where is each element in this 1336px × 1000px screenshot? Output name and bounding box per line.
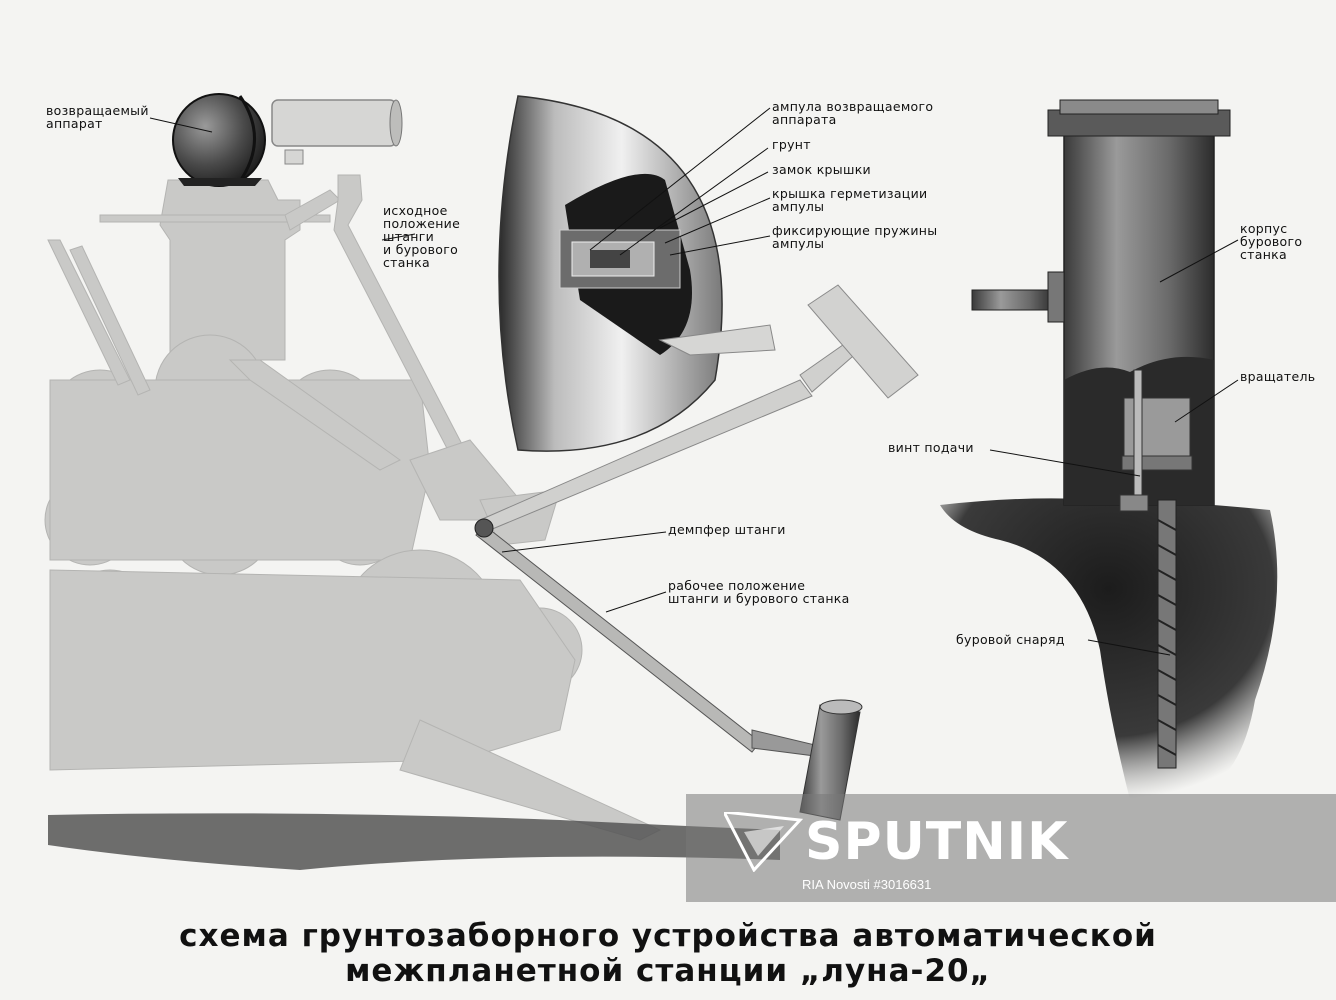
label-drill-housing: корпус бурового станка: [1240, 221, 1303, 262]
label-rotator: вращатель: [1240, 369, 1316, 384]
label-return-capsule: возвращаемый аппарат: [46, 103, 149, 131]
leader-lines: [149, 107, 1239, 656]
label-feed-screw: винт подачи: [888, 440, 974, 455]
label-drill-bit: буровой снаряд: [956, 632, 1065, 647]
label-initial-position: исходное положение штанги и бурового ста…: [383, 203, 461, 270]
watermark-box: [686, 794, 1336, 902]
working-arm: [474, 284, 919, 821]
return-capsule-sphere: [172, 93, 266, 187]
label-working-position: рабочее положение штанги и бурового стан…: [668, 578, 850, 606]
ground-surface: [48, 813, 780, 870]
watermark-logo-text: SPUTNIK: [805, 812, 1069, 872]
lander-silhouette: [44, 174, 662, 841]
return-capsule-cutaway: [498, 95, 776, 452]
label-sealing-lid: крышка герметизации ампулы: [772, 186, 928, 214]
title-line-1: схема грунтозаборного устройства автомат…: [179, 918, 1157, 954]
watermark-credit: RIA Novosti #3016631: [802, 877, 932, 892]
stowed-drill-tube: [271, 99, 403, 165]
label-boom-damper: демпфер штанги: [668, 522, 786, 537]
drill-cross-section: [940, 99, 1278, 800]
label-soil: грунт: [772, 137, 811, 152]
label-lid-lock: замок крышки: [772, 162, 871, 177]
title-line-2: межпланетной станции „луна-20„: [345, 953, 991, 989]
label-fixing-springs: фиксирующие пружины ампулы: [772, 223, 938, 251]
label-ampoule: ампула возвращаемого аппарата: [772, 99, 934, 127]
sputnik-logo-icon: [724, 812, 804, 872]
